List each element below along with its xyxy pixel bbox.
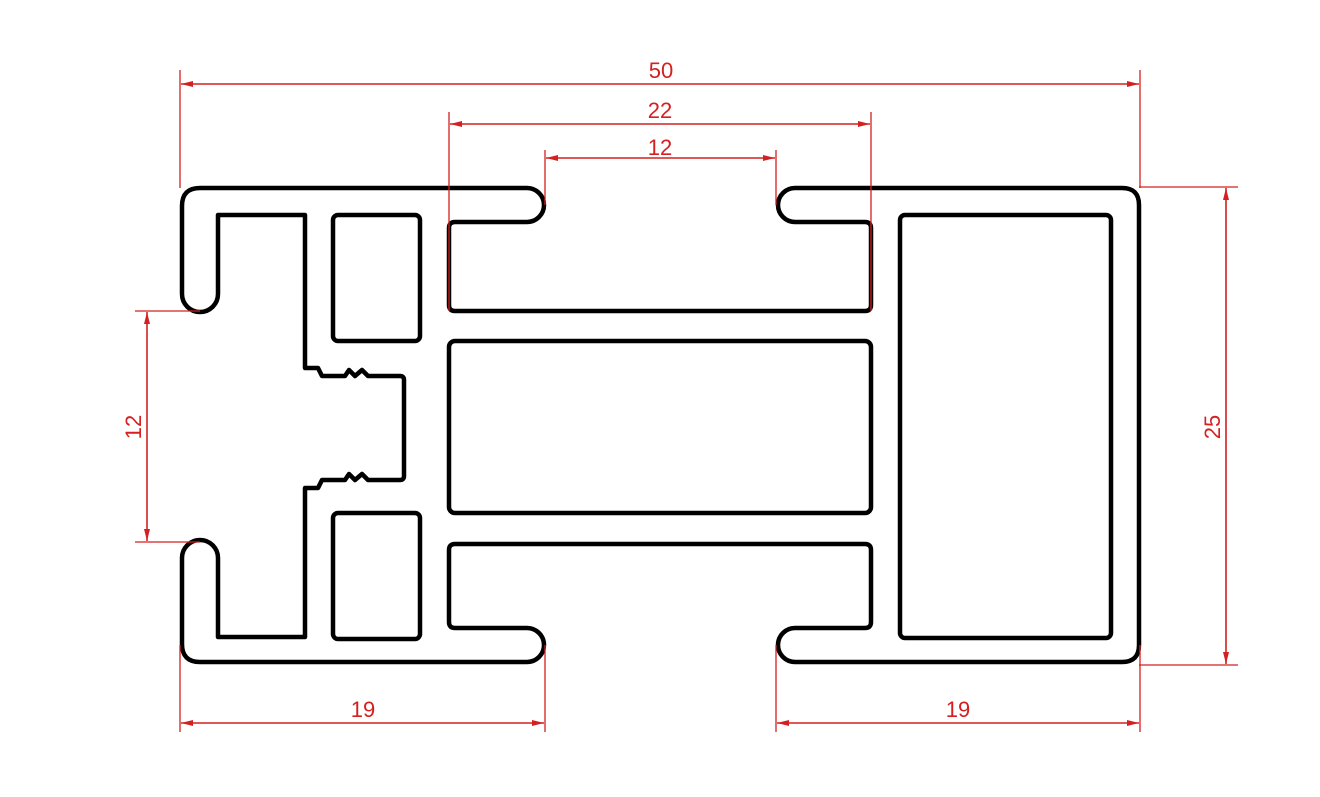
dimension-overall-width: 50 [179, 58, 1141, 188]
dimension-label-19-left: 19 [351, 697, 375, 722]
dimension-slot-outer: 22 [448, 98, 872, 311]
chamber-bottom-left [330, 510, 423, 642]
chamber-center [446, 338, 874, 516]
dimension-bottom-right: 19 [775, 645, 1141, 732]
dimension-label-25: 25 [1200, 415, 1225, 439]
dimension-label-12-left: 12 [121, 415, 146, 439]
chamber-right [897, 212, 1114, 641]
dimension-label-12-top: 12 [648, 135, 672, 160]
dimension-slot-opening: 12 [544, 135, 777, 205]
dimension-label-50: 50 [649, 58, 673, 83]
dimension-label-22: 22 [648, 98, 672, 123]
dimension-overall-height: 25 [1139, 186, 1238, 666]
aluminium-profile [179, 185, 1142, 665]
profile-outer-contour [179, 185, 1142, 665]
dimension-label-19-right: 19 [946, 697, 970, 722]
dimension-bottom-left: 19 [179, 645, 546, 732]
dimension-left-opening: 12 [121, 310, 200, 543]
dimensions: 50 22 12 12 25 [121, 58, 1238, 732]
chamber-top-left [330, 212, 423, 344]
